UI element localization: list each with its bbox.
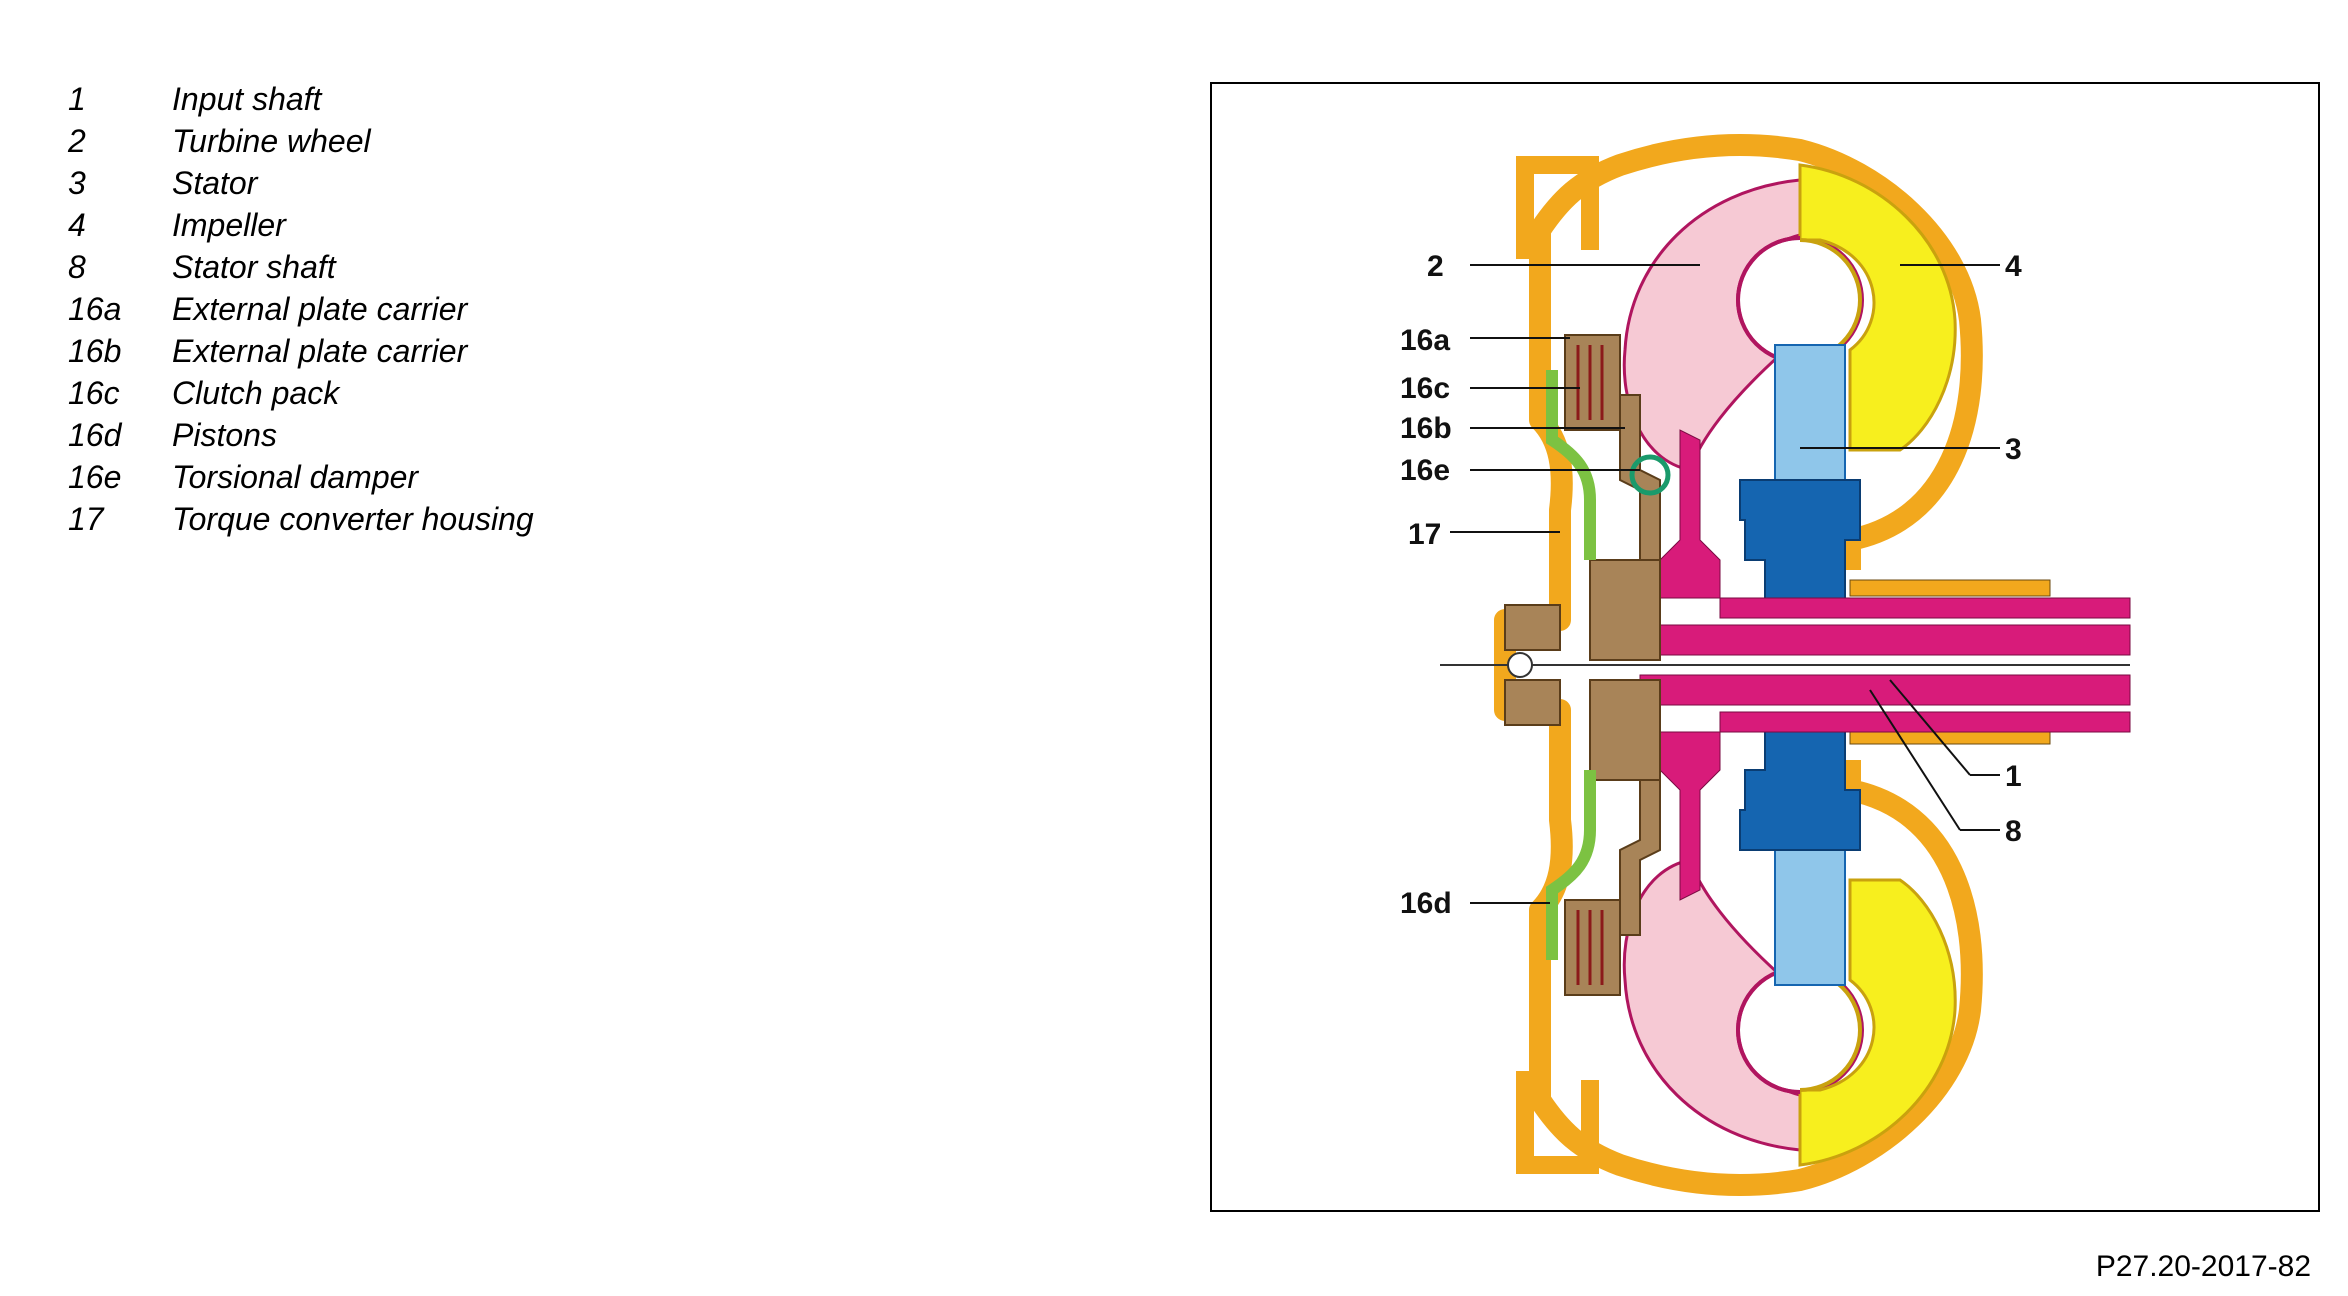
stator-blade-bottom xyxy=(1774,849,1846,986)
torque-converter-diagram: 2 4 16a 16c 16b 16e 3 17 1 8 16d xyxy=(1400,134,2131,1196)
legend-label: Impeller xyxy=(172,207,286,243)
legend-item: 16d Pistons xyxy=(68,414,534,456)
legend-item: 16c Clutch pack xyxy=(68,372,534,414)
input-hub-top xyxy=(1504,604,1561,651)
legend-item: 16e Torsional damper xyxy=(68,456,534,498)
legend-number: 16c xyxy=(68,375,120,411)
legend-item: 16b External plate carrier xyxy=(68,330,534,372)
legend-number: 1 xyxy=(68,81,86,117)
clutch-plates-top xyxy=(1576,345,1604,420)
stator-hub-bottom xyxy=(1739,729,1861,851)
legend-label: Turbine wheel xyxy=(172,123,371,159)
legend-item: 16a External plate carrier xyxy=(68,288,534,330)
callout-external-plate-carrier-b: 16b xyxy=(1400,412,1452,445)
legend-item: 3 Stator xyxy=(68,162,534,204)
legend-label: Stator xyxy=(172,165,258,201)
legend-label: Clutch pack xyxy=(172,375,340,411)
turbine-core-ring-bottom xyxy=(1736,966,1801,1094)
clutch-pack-bottom xyxy=(1564,899,1621,996)
legend-item: 1 Input shaft xyxy=(68,78,534,120)
legend: 1 Input shaft 2 Turbine wheel 3 Stator 4… xyxy=(68,78,534,540)
callout-impeller: 4 xyxy=(2005,250,2022,283)
callout-leaders xyxy=(1450,264,2000,904)
legend-number: 2 xyxy=(68,123,86,159)
legend-label: Torque converter housing xyxy=(172,501,534,537)
damper-hub-top xyxy=(1589,559,1661,661)
torsional-damper-spring xyxy=(1629,454,1671,496)
callout-torsional-damper: 16e xyxy=(1400,454,1450,487)
legend-item: 2 Turbine wheel xyxy=(68,120,534,162)
callout-external-plate-carrier-a: 16a xyxy=(1400,324,1450,357)
piston-top xyxy=(1546,370,1596,560)
legend-number: 4 xyxy=(68,207,86,243)
legend-number: 16e xyxy=(68,459,122,495)
housing-hub-flange-top xyxy=(1849,579,2051,597)
legend-item: 4 Impeller xyxy=(68,204,534,246)
damper-hub-bottom xyxy=(1589,679,1661,781)
piston-bottom xyxy=(1546,770,1596,960)
callout-input-shaft: 1 xyxy=(2005,760,2022,793)
impeller-core-bottom xyxy=(1740,970,1860,1090)
legend-label: Torsional damper xyxy=(172,459,419,495)
input-shaft-lower xyxy=(1639,674,2131,706)
input-shaft-upper xyxy=(1639,624,2131,656)
input-hub-bottom xyxy=(1504,679,1561,726)
callout-stator: 3 xyxy=(2005,433,2022,466)
callout-pistons: 16d xyxy=(1400,887,1452,920)
impeller-top xyxy=(1798,163,1957,452)
stator-blade-top xyxy=(1774,344,1846,481)
legend-number: 16b xyxy=(68,333,122,369)
impeller-core-top xyxy=(1740,240,1860,360)
impeller-bottom xyxy=(1798,878,1957,1167)
legend-number: 3 xyxy=(68,165,86,201)
housing-outer-flange-bottom xyxy=(1516,1071,1599,1174)
legend-item: 8 Stator shaft xyxy=(68,246,534,288)
legend-label: Stator shaft xyxy=(172,249,336,285)
callout-clutch-pack: 16c xyxy=(1400,372,1450,405)
clutch-plates-bottom xyxy=(1576,910,1604,985)
torque-converter-figure: 2 4 16a 16c 16b 16e 3 17 1 8 16d xyxy=(1210,82,2320,1212)
turbine-core-ring-top xyxy=(1736,236,1801,364)
legend-number: 17 xyxy=(68,501,104,537)
pilot-bore xyxy=(1507,652,1533,678)
stator-hub-top xyxy=(1739,479,1861,601)
figure-code: P27.20-2017-82 xyxy=(2095,1250,2311,1283)
legend-label: Pistons xyxy=(172,417,277,453)
legend-item: 17 Torque converter housing xyxy=(68,498,534,540)
housing-outer-flange-top xyxy=(1516,156,1599,259)
legend-number: 16a xyxy=(68,291,122,327)
legend-number: 16d xyxy=(68,417,122,453)
callout-stator-shaft: 8 xyxy=(2005,815,2022,848)
legend-number: 8 xyxy=(68,249,86,285)
callout-torque-converter-housing: 17 xyxy=(1408,518,1441,551)
legend-label: External plate carrier xyxy=(172,333,468,369)
callout-turbine-wheel: 2 xyxy=(1427,250,1444,283)
legend-label: External plate carrier xyxy=(172,291,468,327)
legend-label: Input shaft xyxy=(172,81,322,117)
stator-shaft-top xyxy=(1719,597,2131,619)
clutch-pack-top xyxy=(1564,334,1621,431)
